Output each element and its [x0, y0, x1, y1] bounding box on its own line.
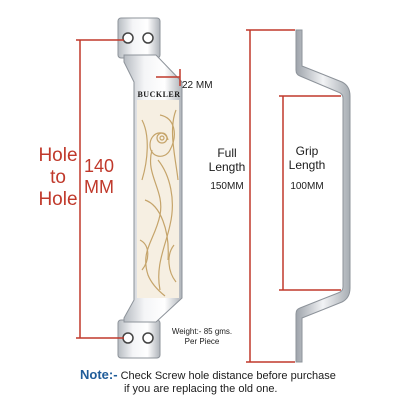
hole-to-hole-measure: 140 MM: [82, 156, 116, 198]
note-prefix: Note:-: [80, 367, 118, 382]
brand-engraving: BUCKLER: [137, 90, 181, 99]
side-profile-handle: [295, 29, 351, 363]
screw-hole-top-right: [142, 32, 154, 44]
screw-hole-bottom-right: [142, 332, 154, 344]
weight-label: Weight:- 85 gms. Per Piece: [162, 327, 242, 347]
screw-hole-top-left: [122, 32, 134, 44]
hole-to-hole-word-2: to: [50, 167, 66, 188]
grip-length-label: Grip Length: [286, 144, 328, 172]
hole-to-hole-word-3: Hole: [38, 189, 78, 210]
full-length-value: 150MM: [210, 181, 244, 192]
hole-to-hole-word-1: Hole: [38, 145, 78, 166]
screw-hole-bottom-left: [122, 332, 134, 344]
note-block: Note:- Check Screw hole distance before …: [80, 368, 380, 396]
hole-to-hole-value: 140: [83, 156, 115, 176]
grip-length-word-2: Length: [288, 158, 326, 172]
hole-to-hole-unit: MM: [84, 177, 114, 197]
grip-length-word-1: Grip: [295, 144, 319, 158]
front-handle: [117, 17, 183, 359]
dimension-lines: [76, 29, 341, 363]
full-length-word-1: Full: [217, 146, 237, 160]
width-label: 22 MM: [182, 80, 213, 91]
hole-to-hole-label: Hole to Hole: [38, 145, 78, 211]
note-line-2: if you are replacing the old one.: [124, 383, 278, 395]
note-line-1: Check Screw hole distance before purchas…: [120, 370, 336, 382]
full-length-word-2: Length: [208, 160, 246, 174]
full-length-label: Full Length: [206, 146, 248, 174]
weight-line-1: Weight:- 85 gms.: [171, 327, 233, 336]
weight-line-2: Per Piece: [184, 337, 220, 346]
engraving-lines: [139, 109, 179, 297]
grip-length-value: 100MM: [290, 181, 324, 192]
